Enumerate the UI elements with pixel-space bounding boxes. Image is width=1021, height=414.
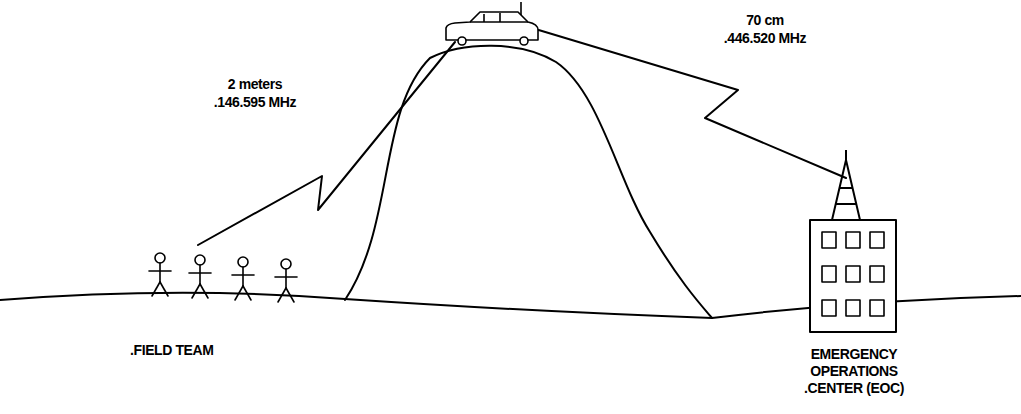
field-team — [149, 253, 297, 302]
radio-link — [198, 42, 455, 245]
frequency: .146.595 MHz — [195, 94, 315, 111]
band-name: 2 meters — [205, 76, 305, 93]
group-label: .FIELD TEAM — [130, 342, 260, 359]
radio-link — [532, 28, 846, 178]
band-name: 70 cm — [715, 12, 815, 29]
hill — [345, 46, 712, 318]
building-label: EMERGENCY OPERATIONS .CENTER (EOC) — [795, 346, 913, 397]
car — [446, 2, 538, 45]
building — [810, 150, 896, 332]
frequency: .446.520 MHz — [700, 30, 830, 47]
